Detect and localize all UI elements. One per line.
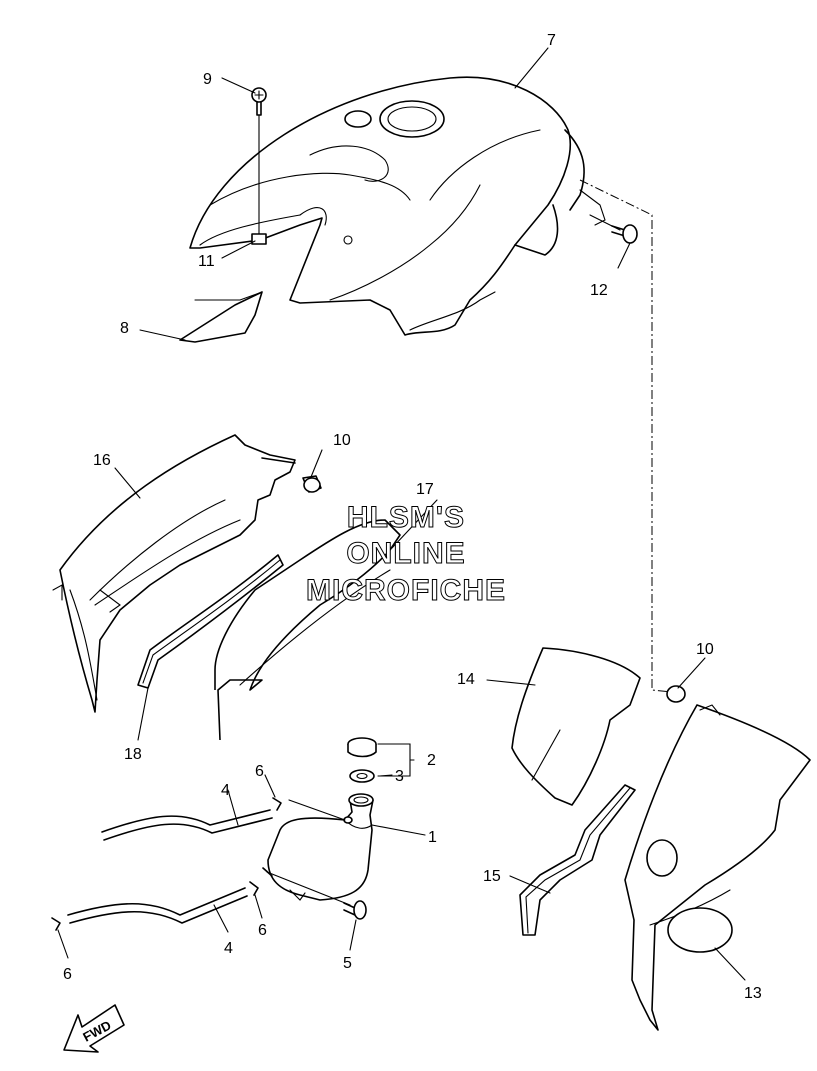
- fwd-arrow-icon: FWD: [63, 1004, 125, 1053]
- nut: [251, 233, 267, 245]
- callout-10-upper: 10: [333, 432, 351, 449]
- callout-3: 3: [395, 768, 404, 785]
- watermark-line-2: ONLINE: [346, 537, 465, 570]
- callout-4-lower: 4: [224, 940, 233, 957]
- callout-4-upper: 4: [221, 782, 230, 799]
- side-panel: [511, 647, 641, 806]
- callout-15: 15: [483, 868, 501, 885]
- callout-16: 16: [93, 452, 111, 469]
- callout-14: 14: [457, 671, 475, 688]
- cap-washer: [349, 769, 375, 783]
- hose-upper: [101, 809, 273, 841]
- side-panel-left: [214, 519, 401, 741]
- callout-13: 13: [744, 985, 762, 1002]
- molding-right: [519, 784, 636, 936]
- callout-5: 5: [343, 955, 352, 972]
- callout-7: 7: [547, 32, 556, 49]
- callout-17: 17: [416, 481, 434, 498]
- bolt: [589, 214, 638, 244]
- reservoir-tank: [267, 793, 374, 901]
- callout-8: 8: [120, 320, 129, 337]
- callout-18: 18: [124, 746, 142, 763]
- screw: [251, 87, 267, 241]
- callout-11: 11: [198, 253, 215, 270]
- hose-clamp: [51, 797, 282, 931]
- watermark-line-3: MICROFICHE: [306, 574, 506, 607]
- tank-cap: [347, 737, 377, 758]
- hose-lower: [67, 887, 248, 924]
- side-cover-right: [624, 704, 811, 1031]
- watermark-line-1: HLSM'S: [347, 501, 465, 534]
- emblem: [179, 291, 263, 343]
- watermark: HLSM'S ONLINE MICROFICHE: [306, 501, 506, 608]
- callout-12: 12: [590, 282, 608, 299]
- tank-cover: [189, 76, 606, 336]
- callout-9: 9: [203, 71, 212, 88]
- mounting-bolt: [343, 900, 367, 920]
- molding-left: [137, 554, 284, 689]
- leader-lines: [57, 47, 746, 981]
- damper: [302, 475, 322, 493]
- side-emblem: [667, 907, 733, 953]
- callout-2: 2: [427, 752, 436, 769]
- callout-6-mid: 6: [258, 922, 267, 939]
- callout-1: 1: [428, 829, 437, 846]
- callout-10-lower: 10: [696, 641, 714, 658]
- callout-6-top: 6: [255, 763, 264, 780]
- damper: [666, 685, 686, 703]
- assembly-line: [579, 179, 673, 693]
- callout-6-left: 6: [63, 966, 72, 983]
